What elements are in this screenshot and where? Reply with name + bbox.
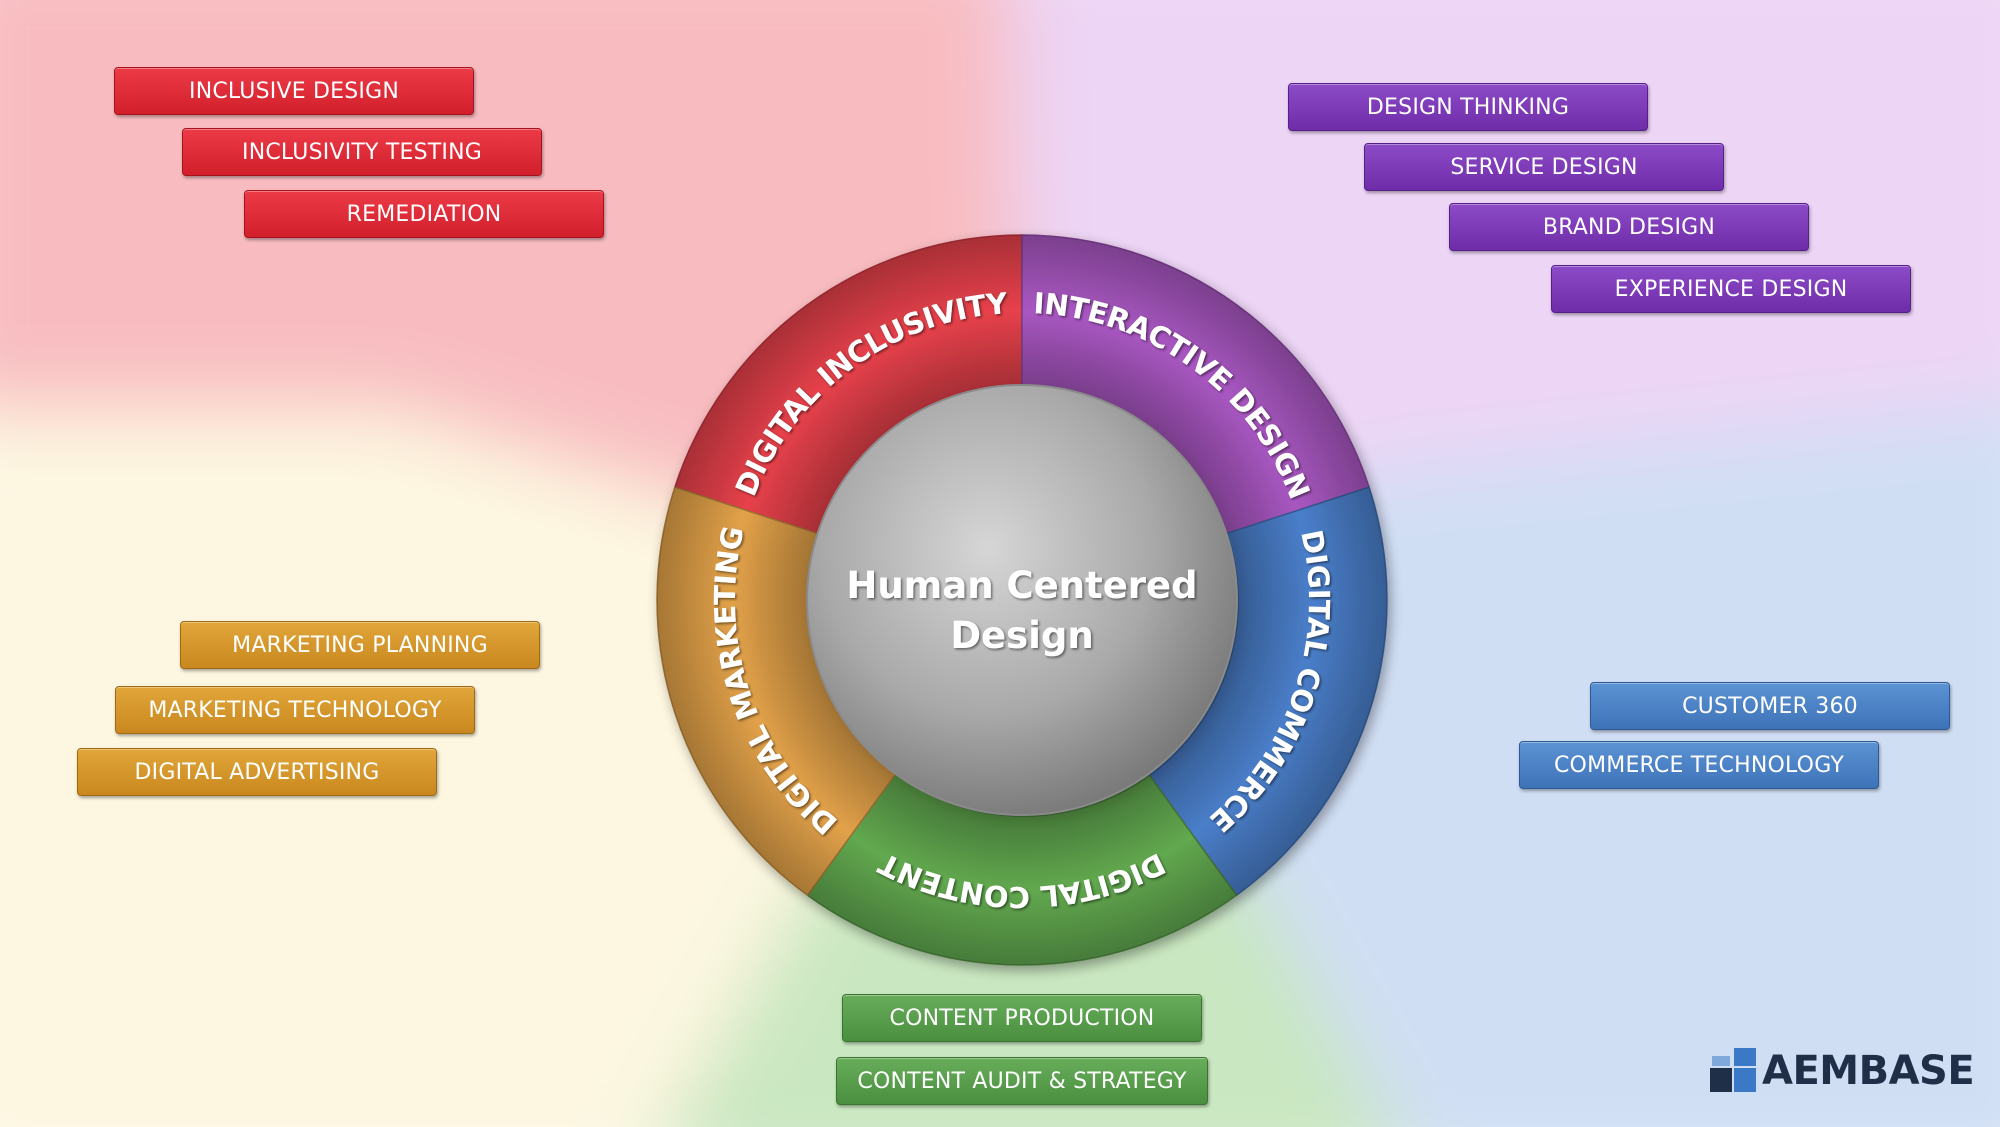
tag-digital-advertising: DIGITAL ADVERTISING [77, 748, 437, 796]
tag-content-production: CONTENT PRODUCTION [842, 994, 1202, 1042]
aembase-logo-icon [1710, 1048, 1756, 1092]
tag-customer-360: CUSTOMER 360 [1590, 682, 1950, 730]
tag-remediation: REMEDIATION [244, 190, 604, 238]
tag-experience-design: EXPERIENCE DESIGN [1551, 265, 1911, 313]
center-hub [806, 384, 1238, 816]
tag-commerce-technology: COMMERCE TECHNOLOGY [1519, 741, 1879, 789]
logo-wordmark: AEMBASE [1762, 1048, 1975, 1094]
tag-brand-design: BRAND DESIGN [1449, 203, 1809, 251]
tag-marketing-planning: MARKETING PLANNING [180, 621, 540, 669]
center-title-line2: Design [950, 614, 1093, 657]
tag-service-design: SERVICE DESIGN [1364, 143, 1724, 191]
tag-marketing-technology: MARKETING TECHNOLOGY [115, 686, 475, 734]
tag-content-audit-strategy: CONTENT AUDIT & STRATEGY [836, 1057, 1208, 1105]
center-title-line1: Human Centered [846, 564, 1197, 607]
tag-design-thinking: DESIGN THINKING [1288, 83, 1648, 131]
tag-inclusive-design: INCLUSIVE DESIGN [114, 67, 474, 115]
tag-inclusivity-testing: INCLUSIVITY TESTING [182, 128, 542, 176]
